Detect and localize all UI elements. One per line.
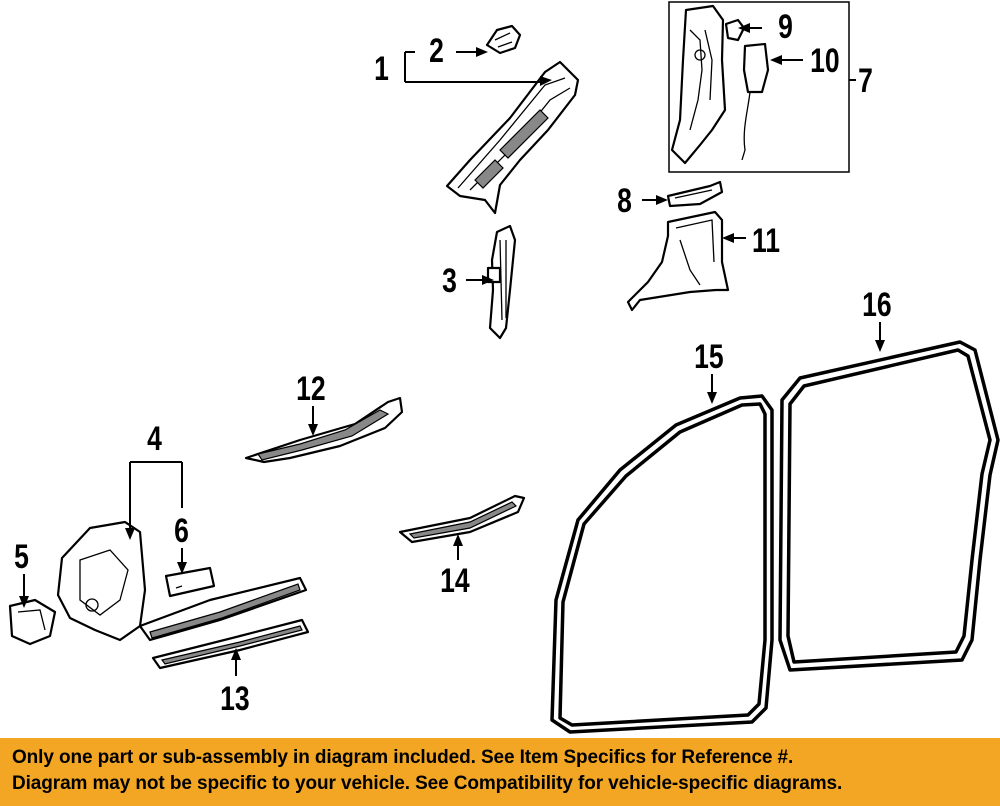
disclaimer-line-2: Diagram may not be specific to your vehi… xyxy=(12,773,843,794)
part-16-rear-door-seal xyxy=(778,340,1000,672)
callout-14: 14 xyxy=(440,562,470,600)
part-13-sill-plate xyxy=(151,618,310,670)
disclaimer-line-1: Only one part or sub-assembly in diagram… xyxy=(12,747,794,768)
callout-15: 15 xyxy=(694,338,724,376)
callout-2: 2 xyxy=(429,32,444,70)
callout-10: 10 xyxy=(810,42,840,80)
callout-9: 9 xyxy=(778,8,793,46)
callout-4: 4 xyxy=(147,420,162,458)
parts-diagram: 1 2 3 4 5 6 7 8 9 10 11 12 13 14 15 16 xyxy=(8,1,1000,734)
part-3-bracket xyxy=(486,224,517,340)
callout-3: 3 xyxy=(442,262,457,300)
part-8-trim-piece xyxy=(666,180,724,208)
part-4-rocker-trim xyxy=(56,520,308,642)
part-5-clip xyxy=(8,598,57,646)
callout-6: 6 xyxy=(174,512,189,550)
part-14-sill-plate xyxy=(398,494,526,544)
disclaimer-banner: Only one part or sub-assembly in diagram… xyxy=(0,738,1000,806)
callout-11: 11 xyxy=(752,222,780,260)
callout-8: 8 xyxy=(617,182,632,220)
callout-12: 12 xyxy=(296,370,326,408)
part-12-scuff-plate xyxy=(244,396,404,464)
part-15-front-door-seal xyxy=(550,394,774,734)
leader-lines xyxy=(19,23,885,676)
callout-1: 1 xyxy=(374,50,389,88)
part-6-pad xyxy=(164,566,216,598)
callout-16: 16 xyxy=(862,286,892,324)
callout-13: 13 xyxy=(220,680,250,718)
part-1-a-pillar-trim xyxy=(445,60,580,215)
callout-5: 5 xyxy=(14,538,29,576)
part-2-clip xyxy=(485,24,522,55)
part-7-group-box xyxy=(668,1,850,173)
part-11-b-pillar-lower xyxy=(626,210,730,312)
callout-7: 7 xyxy=(858,62,873,100)
